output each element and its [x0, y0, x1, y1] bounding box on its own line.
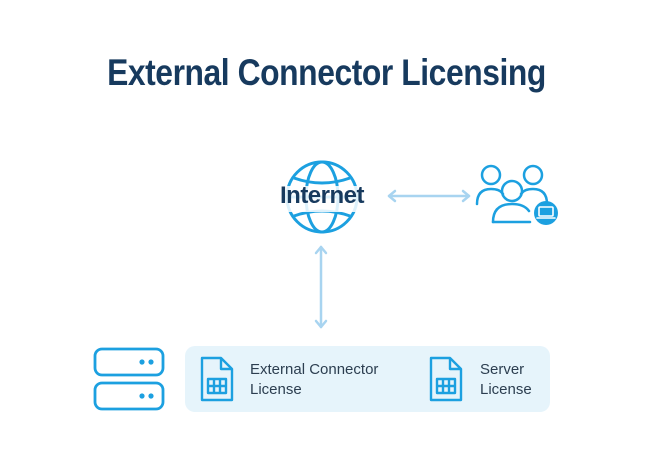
server-license-label: Server License: [480, 360, 550, 400]
internet-label: Internet: [279, 182, 365, 209]
internet-label-backdrop: [272, 186, 374, 212]
users-group-icon: [475, 164, 558, 225]
license-panel: [185, 346, 550, 412]
server-license-line2: License: [480, 381, 532, 398]
internet-server-arrow: [314, 245, 328, 329]
server-license-line1: Server: [480, 361, 525, 378]
page-title: External Connector Licensing: [107, 52, 546, 93]
external-connector-license-label: External Connector License: [250, 360, 420, 400]
external-connector-license-line1: External Connector: [250, 361, 379, 378]
laptop-icon: [534, 201, 558, 225]
license-document-icon: [429, 356, 463, 402]
license-document-icon: [200, 356, 234, 402]
external-connector-license-line2: License: [250, 381, 302, 398]
server-stack-icon: [93, 347, 165, 411]
internet-users-arrow: [387, 189, 471, 203]
